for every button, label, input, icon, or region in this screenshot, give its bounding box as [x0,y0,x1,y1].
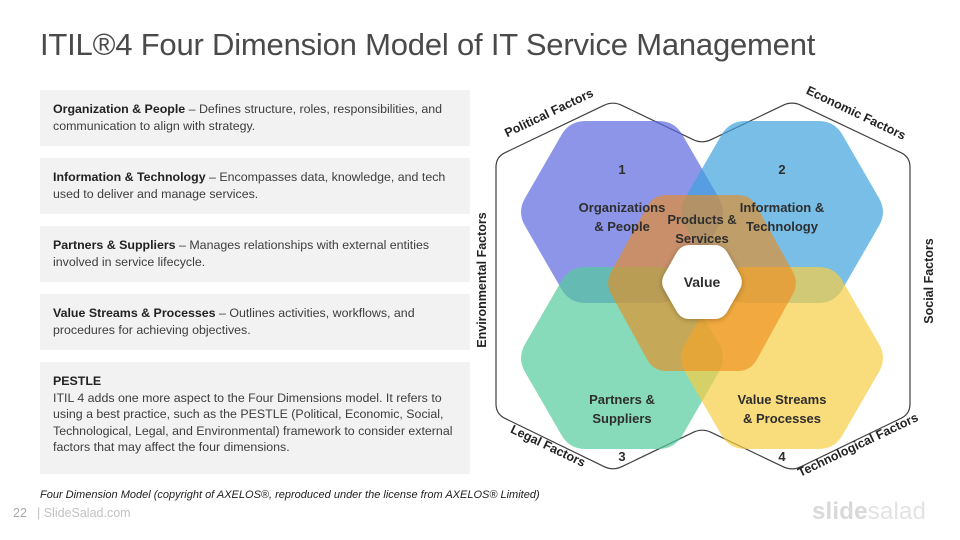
hexagon-value [662,245,742,319]
term-description: ITIL 4 adds one more aspect to the Four … [53,390,453,455]
hexagon-label-value-streams: Value Streams & Processes 4 [738,371,827,485]
term-label: Partners & Suppliers [53,238,176,252]
hexagon-label-partners-suppliers: Partners & Suppliers 3 [589,371,655,485]
dimension-name: Partners & Suppliers [589,392,655,426]
dimension-number: 4 [778,449,786,464]
pestle-border [495,102,911,470]
definition-block-partners-suppliers: Partners & Suppliers – Manages relations… [40,226,470,282]
definition-block-pestle: PESTLE ITIL 4 adds one more aspect to the… [40,362,470,474]
dimension-name: Value Streams & Processes [737,392,827,426]
definition-text: Organization & People – Defines structur… [53,101,460,134]
hexagon-label-organizations-people: 1 Organizations & People [579,141,666,255]
term-description: – Defines structure, roles, responsibili… [53,102,443,133]
factor-environmental: Environmental Factors [475,212,489,348]
slidesalad-logo: slidesalad [812,498,926,526]
definition-text: Information & Technology – Encompasses d… [53,169,460,202]
term-description: – Encompasses data, knowledge, and tech … [53,170,446,201]
definition-text: PESTLE ITIL 4 adds one more aspect to the… [53,373,460,456]
definition-list: Organization & People – Defines structur… [40,90,470,474]
page-title: ITIL®4 Four Dimension Model of IT Servic… [40,27,816,62]
dimension-name: Information & Technology [739,200,825,234]
products-services-label: Products & Services [667,212,737,246]
dimension-number: 1 [618,162,626,177]
term-description: – Outlines activities, workflows, and pr… [53,306,415,337]
logo-part-1: slide [812,498,868,525]
term-description: – Manages relationships with external en… [53,238,430,269]
factor-social: Social Factors [922,238,936,324]
dimension-name: Organizations & People [578,200,666,234]
site-credit: | SlideSalad.com [37,506,131,520]
definition-block-information-technology: Information & Technology – Encompasses d… [40,158,470,214]
page-number: 22 [13,506,27,520]
term-label: Information & Technology [53,170,206,184]
term-label: Organization & People [53,102,186,116]
hexagon-label-information-technology: 2 Information & Technology [740,141,825,255]
dimension-number: 3 [618,449,626,464]
definition-text: Value Streams & Processes – Outlines act… [53,305,460,338]
dimension-number: 2 [778,162,786,177]
value-label: Value [683,274,721,290]
definition-block-organization-people: Organization & People – Defines structur… [40,90,470,146]
term-label: Value Streams & Processes [53,306,216,320]
definition-text: Partners & Suppliers – Manages relations… [53,237,460,270]
copyright-footnote: Four Dimension Model (copyright of AXELO… [40,489,540,501]
term-label: PESTLE [53,374,102,388]
logo-part-2: salad [867,498,927,525]
definition-block-value-streams: Value Streams & Processes – Outlines act… [40,294,470,350]
